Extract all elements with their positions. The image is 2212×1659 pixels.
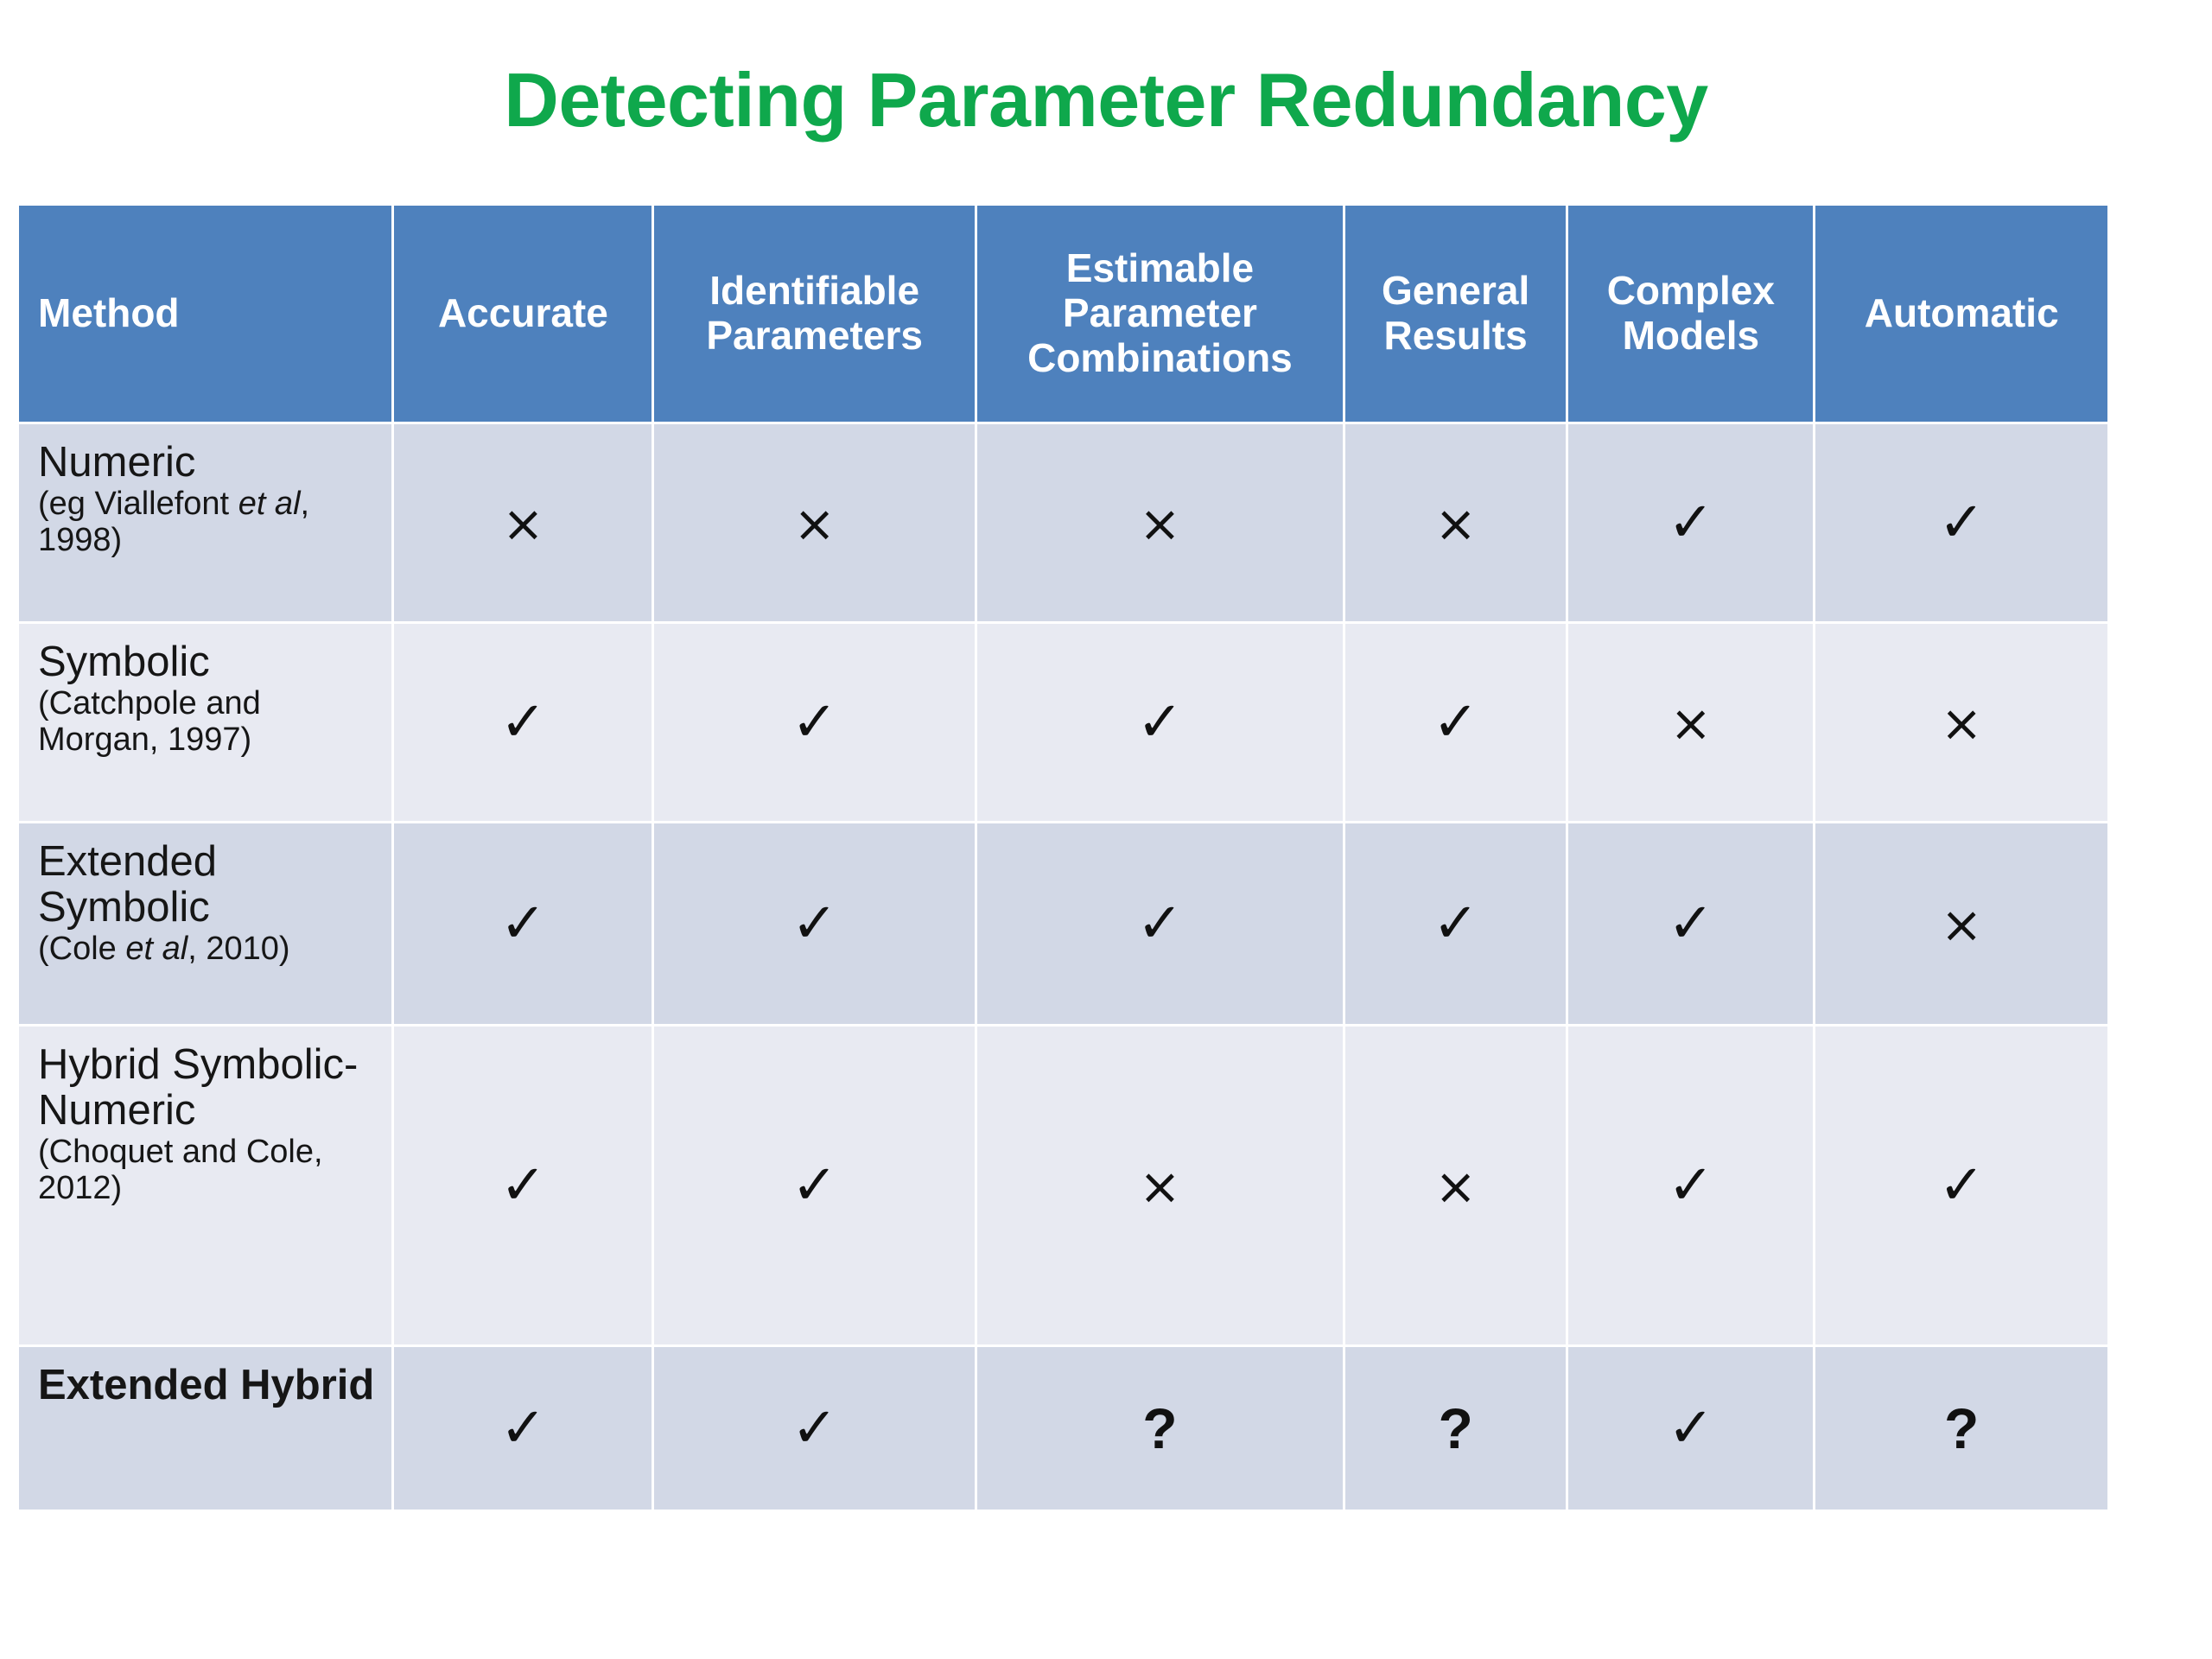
check-icon: ✓ xyxy=(1432,690,1479,754)
citation-et-al: et al xyxy=(238,485,301,522)
method-name-cell: Numeric(eg Viallefont et al, 1998) xyxy=(19,424,392,621)
mark-cell: ✓ xyxy=(1815,1027,2107,1344)
cross-icon: × xyxy=(1139,494,1181,553)
check-icon: ✓ xyxy=(1668,1154,1714,1217)
comparison-table-container: Method Accurate Identifiable Parameters … xyxy=(19,206,2113,1510)
mark-cell: ? xyxy=(1345,1347,1567,1510)
mark-cell: ✓ xyxy=(976,624,1344,821)
check-icon: ✓ xyxy=(1938,491,1986,555)
method-label: Hybrid Symbolic-Numeric xyxy=(38,1041,359,1134)
mark-cell: ✓ xyxy=(1345,823,1567,1024)
mark-cell: × xyxy=(1345,1027,1567,1344)
cross-icon: × xyxy=(1434,494,1477,553)
mark-cell: × xyxy=(654,424,975,621)
check-icon: ✓ xyxy=(1136,892,1184,956)
check-icon: ✓ xyxy=(791,892,838,956)
cross-icon: × xyxy=(793,494,836,553)
mark-cell: ✓ xyxy=(1568,1347,1814,1510)
table-row: Numeric(eg Viallefont et al, 1998) × × × × ✓ ✓ xyxy=(19,424,2107,621)
check-icon: ✓ xyxy=(1938,1154,1986,1217)
column-header-method[interactable]: Method xyxy=(19,206,392,422)
column-header-accurate[interactable]: Accurate xyxy=(394,206,652,422)
question-mark-icon: ? xyxy=(1944,1396,1980,1460)
column-header-automatic[interactable]: Automatic xyxy=(1815,206,2107,422)
check-icon: ✓ xyxy=(499,1154,547,1217)
cross-icon: × xyxy=(1940,694,1983,753)
method-label: Numeric xyxy=(38,439,196,486)
method-citation: (eg Viallefont et al, 1998) xyxy=(38,485,310,558)
column-header-identifiable-parameters[interactable]: Identifiable Parameters xyxy=(654,206,975,422)
check-icon: ✓ xyxy=(791,690,838,754)
column-header-general-results[interactable]: General Results xyxy=(1345,206,1567,422)
method-citation: (Catchpole and Morgan, 1997) xyxy=(38,684,261,758)
mark-cell: ✓ xyxy=(654,823,975,1024)
cross-icon: × xyxy=(1139,1157,1181,1216)
mark-cell: × xyxy=(1345,424,1567,621)
method-label: Extended Symbolic xyxy=(38,838,218,931)
column-header-estimable-parameter-combinations[interactable]: Estimable Parameter Combinations xyxy=(976,206,1344,422)
mark-cell: ✓ xyxy=(1815,424,2107,621)
mark-cell: ? xyxy=(1815,1347,2107,1510)
mark-cell: × xyxy=(976,1027,1344,1344)
method-name-cell: Extended Hybrid xyxy=(19,1347,392,1510)
method-citation: (Cole et al, 2010) xyxy=(38,930,290,967)
check-icon: ✓ xyxy=(1668,1396,1714,1460)
mark-cell: × xyxy=(1568,624,1814,821)
mark-cell: ✓ xyxy=(1345,624,1567,821)
mark-cell: ✓ xyxy=(1568,1027,1814,1344)
mark-cell: ✓ xyxy=(654,624,975,821)
methods-comparison-table: Method Accurate Identifiable Parameters … xyxy=(16,203,2110,1512)
mark-cell: × xyxy=(394,424,652,621)
question-mark-icon: ? xyxy=(1142,1396,1178,1460)
citation-et-al: et al xyxy=(125,930,188,967)
cross-icon: × xyxy=(1669,694,1713,753)
table-row: Extended Symbolic(Cole et al, 2010) ✓ ✓ ✓ ✓ ✓… xyxy=(19,823,2107,1024)
cross-icon: × xyxy=(502,494,544,553)
mark-cell: ✓ xyxy=(1568,424,1814,621)
mark-cell: ✓ xyxy=(976,823,1344,1024)
table-row: Extended Hybrid ✓ ✓?? ✓? xyxy=(19,1347,2107,1510)
mark-cell: ✓ xyxy=(654,1027,975,1344)
page-title: Detecting Parameter Redundancy xyxy=(504,57,1708,143)
method-name-cell: Symbolic(Catchpole and Morgan, 1997) xyxy=(19,624,392,821)
method-name-cell: Extended Symbolic(Cole et al, 2010) xyxy=(19,823,392,1024)
check-icon: ✓ xyxy=(499,1396,547,1460)
mark-cell: ✓ xyxy=(394,823,652,1024)
check-icon: ✓ xyxy=(499,690,547,754)
check-icon: ✓ xyxy=(1668,892,1714,956)
check-icon: ✓ xyxy=(1668,491,1714,555)
check-icon: ✓ xyxy=(791,1154,838,1217)
mark-cell: ? xyxy=(976,1347,1344,1510)
method-label: Symbolic xyxy=(38,639,210,685)
table-header: Method Accurate Identifiable Parameters … xyxy=(19,206,2107,422)
method-name-cell: Hybrid Symbolic-Numeric(Choquet and Cole… xyxy=(19,1027,392,1344)
cross-icon: × xyxy=(1434,1157,1477,1216)
mark-cell: ✓ xyxy=(394,624,652,821)
check-icon: ✓ xyxy=(499,892,547,956)
check-icon: ✓ xyxy=(1432,892,1479,956)
check-icon: ✓ xyxy=(1136,690,1184,754)
method-label: Extended Hybrid xyxy=(38,1362,375,1408)
table-row: Symbolic(Catchpole and Morgan, 1997) ✓ ✓ ✓ ✓… xyxy=(19,624,2107,821)
column-header-complex-models[interactable]: Complex Models xyxy=(1568,206,1814,422)
mark-cell: ✓ xyxy=(654,1347,975,1510)
table-header-row: Method Accurate Identifiable Parameters … xyxy=(19,206,2107,422)
mark-cell: × xyxy=(976,424,1344,621)
method-citation: (Choquet and Cole, 2012) xyxy=(38,1133,323,1206)
cross-icon: × xyxy=(1940,895,1983,954)
mark-cell: × xyxy=(1815,624,2107,821)
mark-cell: ✓ xyxy=(394,1347,652,1510)
table-body: Numeric(eg Viallefont et al, 1998) × × × × ✓ ✓… xyxy=(19,424,2107,1510)
question-mark-icon: ? xyxy=(1438,1396,1473,1460)
mark-cell: ✓ xyxy=(1568,823,1814,1024)
check-icon: ✓ xyxy=(791,1396,838,1460)
mark-cell: × xyxy=(1815,823,2107,1024)
table-row: Hybrid Symbolic-Numeric(Choquet and Cole… xyxy=(19,1027,2107,1344)
mark-cell: ✓ xyxy=(394,1027,652,1344)
